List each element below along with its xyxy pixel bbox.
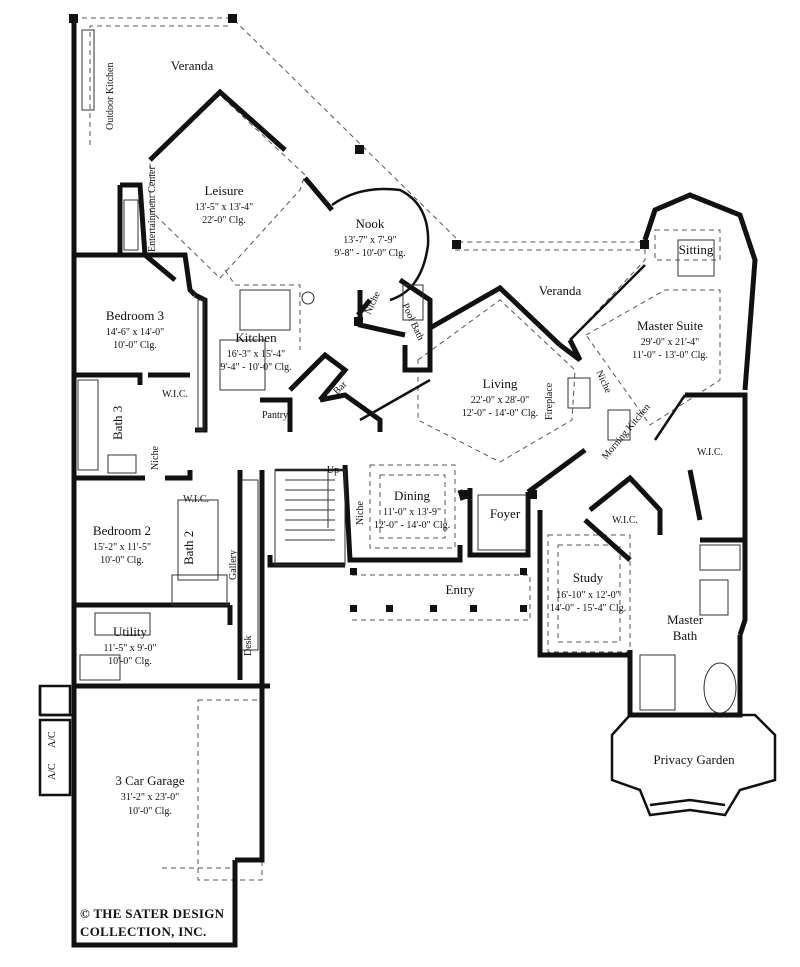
bedroom3-label: Bedroom 3 (106, 308, 164, 323)
nook-ceiling: 9'-8" - 10'-0" Clg. (334, 248, 405, 259)
master-suite-dims: 29'-0" x 21'-4" (641, 337, 699, 348)
garage-dims: 31'-2" x 23'-0" (121, 792, 179, 803)
nook-label: Nook (356, 216, 385, 231)
master-bath-label-1: Master (667, 612, 704, 627)
wic-bed3-label: W.I.C. (162, 389, 188, 400)
bedroom2-label: Bedroom 2 (93, 523, 151, 538)
bath3-label: Bath 3 (110, 406, 125, 440)
master-suite-ceiling: 11'-0" - 13'-0" Clg. (632, 350, 708, 361)
bedroom2-ceiling: 10'-0" Clg. (100, 555, 144, 566)
master-bath-label-2: Bath (673, 628, 698, 643)
bedroom3-dims: 14'-6" x 14'-0" (106, 327, 164, 338)
kitchen-dims: 16'-3" x 15'-4" (227, 349, 285, 360)
ac1-label: A/C (47, 731, 58, 748)
ac2-label: A/C (47, 763, 58, 780)
walls (38, 18, 777, 948)
credit-line-1: © THE SATER DESIGN (80, 906, 225, 921)
leisure-label: Leisure (205, 183, 244, 198)
veranda-right-label: Veranda (539, 283, 582, 298)
leisure-ceiling: 22'-0" Clg. (202, 215, 246, 226)
up-label: Up (327, 465, 339, 476)
leisure-dims: 13'-5" x 13'-4" (195, 202, 253, 213)
living-label: Living (483, 376, 518, 391)
dashed-outlines (82, 17, 721, 881)
study-ceiling: 14'-0" - 15'-4" Clg. (550, 603, 626, 614)
dining-dims: 11'-0" x 13'-9" (383, 507, 441, 518)
niche-hall-label: Niche (150, 446, 161, 470)
entry-label: Entry (446, 582, 475, 597)
wic-study-label: W.I.C. (612, 515, 638, 526)
kitchen-ceiling: 9'-4" - 10'-0" Clg. (220, 362, 291, 373)
utility-dims: 11'-5" x 9'-0" (103, 643, 156, 654)
niche-master-label: Niche (593, 369, 613, 396)
niche-dining-label: Niche (355, 501, 366, 525)
fixtures (77, 29, 741, 714)
utility-label: Utility (113, 624, 147, 639)
niche-kitchen-label: Niche (363, 289, 383, 316)
dining-label: Dining (394, 488, 431, 503)
privacy-garden-label: Privacy Garden (653, 752, 735, 767)
study-label: Study (573, 570, 604, 585)
bath2-label: Bath 2 (181, 531, 196, 565)
bedroom2-dims: 15'-2" x 11'-5" (93, 542, 151, 553)
gallery-label: Gallery (228, 550, 239, 580)
veranda-top-label: Veranda (171, 58, 214, 73)
outdoor-kitchen-label: Outdoor Kitchen (105, 63, 116, 131)
columns (69, 14, 649, 612)
nook-dims: 13'-7" x 7'-9" (343, 235, 396, 246)
wic-master-label: W.I.C. (697, 447, 723, 458)
kitchen-label: Kitchen (235, 330, 277, 345)
bedroom3-ceiling: 10'-0" Clg. (113, 340, 157, 351)
entertainment-center-label: Entertainment Center (147, 166, 158, 252)
credit-line-2: COLLECTION, INC. (80, 924, 207, 939)
desk-label: Desk (243, 635, 254, 656)
study-dims: 16'-10" x 12'-0" (556, 590, 619, 601)
dining-ceiling: 12'-0" - 14'-0" Clg. (374, 520, 450, 531)
fireplace-label: Fireplace (544, 382, 555, 420)
master-suite-label: Master Suite (637, 318, 703, 333)
living-ceiling: 12'-0" - 14'-0" Clg. (462, 408, 538, 419)
wic-bed2-label: W.I.C. (183, 494, 209, 505)
pantry-label: Pantry (262, 410, 288, 421)
living-dims: 22'-0" x 28'-0" (471, 395, 529, 406)
garage-label: 3 Car Garage (115, 773, 185, 788)
foyer-label: Foyer (490, 506, 521, 521)
sitting-label: Sitting (679, 242, 714, 257)
garage-ceiling: 10'-0" Clg. (128, 806, 172, 817)
utility-ceiling: 10'-0" Clg. (108, 656, 152, 667)
